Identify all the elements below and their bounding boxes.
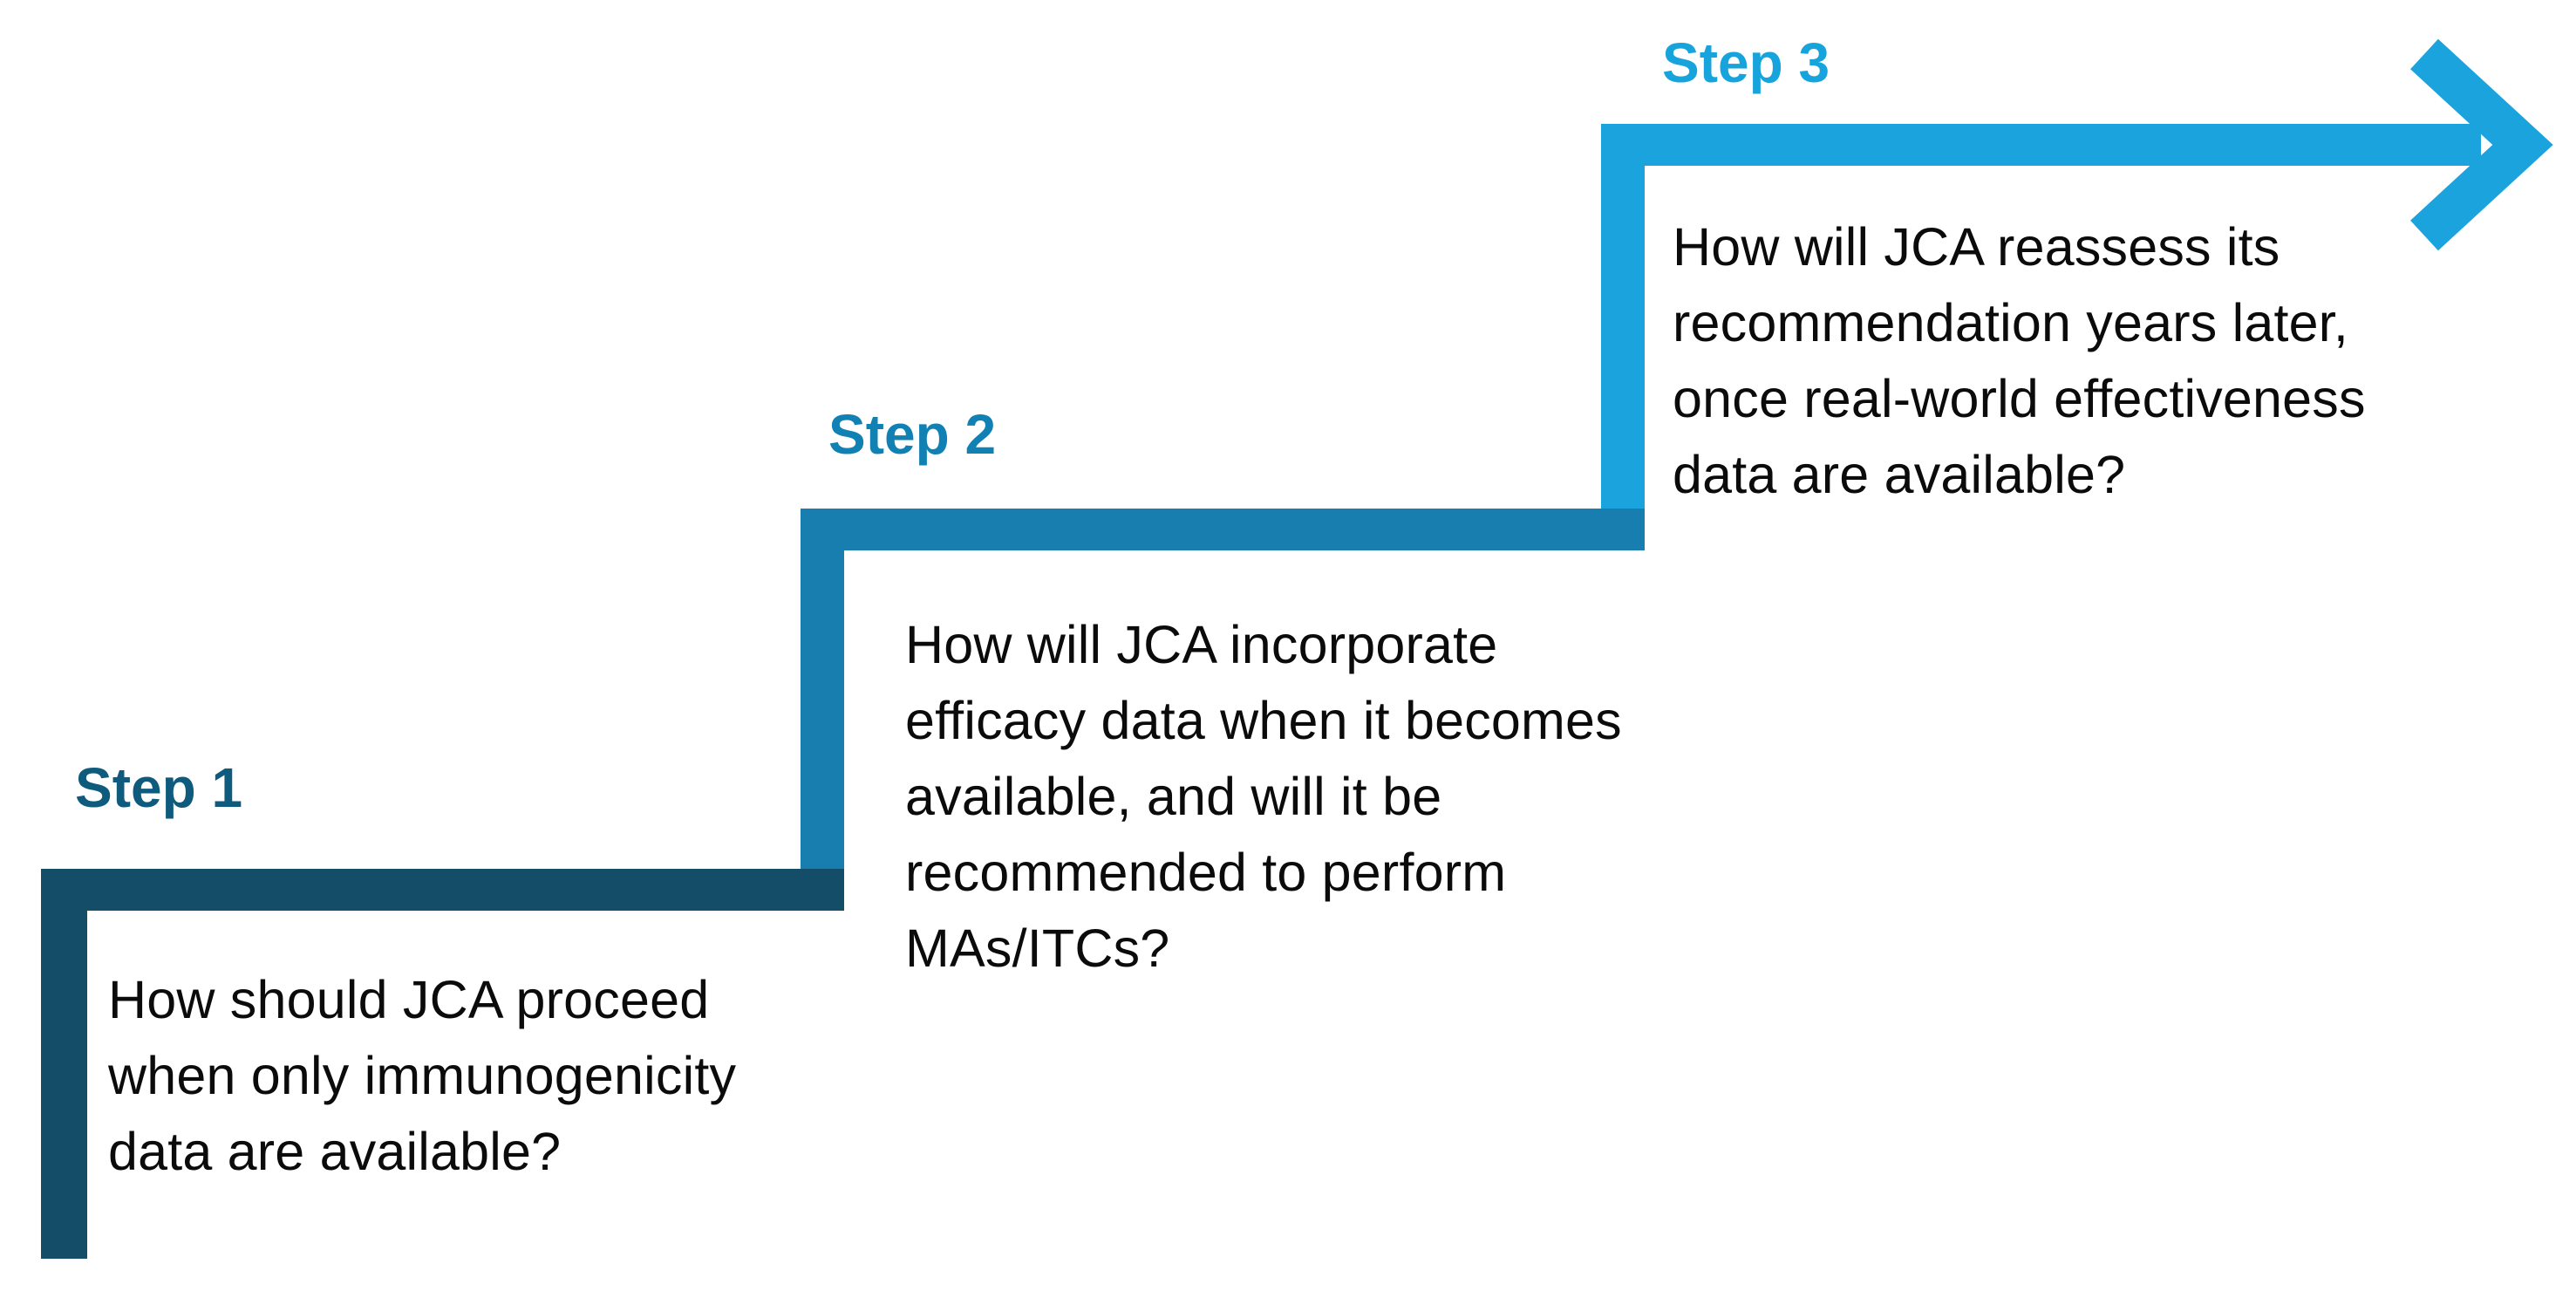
step1-question: How should JCA proceed when only immunog… (108, 970, 737, 1181)
step3-question: How will JCA reassess its recommendation… (1673, 217, 2366, 504)
step3-bar (1601, 124, 2481, 509)
step1-bar (41, 869, 844, 1259)
step3-label: Step 3 (1662, 31, 1830, 94)
step2-bar (801, 509, 1645, 869)
step1-label: Step 1 (75, 756, 243, 819)
step2-label: Step 2 (828, 403, 997, 466)
step2-question: How will JCA incorporate efficacy data w… (905, 615, 1622, 978)
forward-arrow-icon (2410, 38, 2553, 251)
